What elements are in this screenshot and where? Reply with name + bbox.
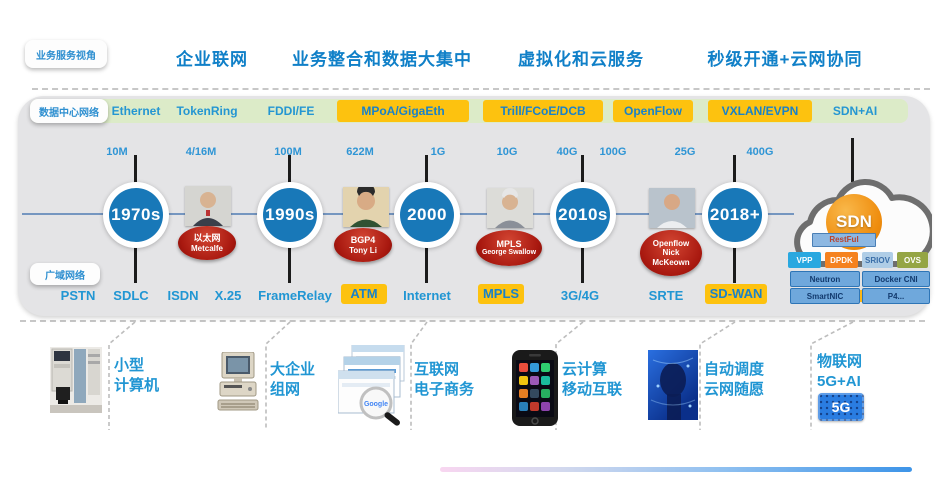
wan-item-framerelay: FrameRelay	[258, 288, 332, 303]
wan-item-srte: SRTE	[648, 288, 684, 303]
section-label-iot-5g-ai: 物联网 5G+AI	[817, 353, 863, 390]
section-label-enterprise: 大企业 组网	[270, 361, 316, 398]
era-circle-2010s: 2010s	[550, 182, 616, 248]
smartphone-photo	[512, 350, 558, 426]
photo-tony-li	[343, 187, 389, 227]
wan-network-pill: 广域网络	[30, 263, 100, 285]
dc-item-ethernet: Ethernet	[111, 104, 161, 118]
tech-box-sriov: SRIOV	[862, 252, 893, 268]
speed-1g: 1G	[430, 146, 446, 158]
stack-box-smartnic: SmartNIC	[790, 288, 860, 304]
speed-4-16m: 4/16M	[185, 146, 217, 158]
speed-400g: 400G	[746, 146, 774, 158]
minicomputer-photo	[50, 347, 102, 413]
speed-100m: 100M	[274, 146, 302, 158]
speed-10g: 10G	[496, 146, 518, 158]
speed-622m: 622M	[346, 146, 374, 158]
wan-item-isdn: ISDN	[167, 288, 199, 303]
speed-25g: 25G	[674, 146, 696, 158]
dc-item-mpoa-gigaeth: MPoA/GigaEth	[337, 100, 469, 122]
desktop-pc-photo	[214, 351, 262, 414]
wan-item-3g4g: 3G/4G	[560, 288, 600, 303]
restful-api-box: RestFul	[812, 233, 876, 247]
speed-10m: 10M	[106, 146, 128, 158]
wan-item-internet: Internet	[403, 288, 451, 303]
top-dashed-divider	[32, 88, 930, 90]
speed-100g: 100G	[599, 146, 627, 158]
wan-item-x25: X.25	[214, 288, 242, 303]
section-label-auto-scheduling: 自动调度 云网随愿	[704, 361, 765, 398]
era-heading-cloud-network-synergy: 秒级开通+云网协同	[707, 50, 863, 69]
tech-box-vpp: VPP	[788, 252, 821, 268]
stack-box-neutron: Neutron	[790, 271, 860, 287]
tech-box-ovs: OVS	[897, 252, 928, 268]
stack-box-docker-cni: Docker CNI	[862, 271, 930, 287]
era-heading-virtualization-cloud: 虚拟化和云服务	[518, 50, 644, 69]
photo-metcalfe	[185, 186, 231, 226]
era-circle-1990s: 1990s	[257, 182, 323, 248]
era-heading-data-centralization: 业务整合和数据大集中	[292, 50, 472, 69]
wan-item-pstn: PSTN	[60, 288, 96, 303]
tech-box-dpdk: DPDK	[825, 252, 858, 268]
tick-sdn-cloud	[851, 138, 854, 182]
dc-item-openflow: OpenFlow	[613, 100, 693, 122]
dc-item-tokenring: TokenRing	[176, 104, 238, 118]
photo-george-swallow	[487, 188, 533, 228]
datacenter-network-pill: 数据中心网络	[30, 99, 108, 123]
wan-item-sdwan: SD-WAN	[705, 284, 767, 304]
section-label-cloud-mobile: 云计算 移动互联	[562, 361, 623, 398]
wan-item-atm: ATM	[341, 284, 387, 304]
bottom-dashed-divider	[20, 320, 925, 322]
speed-40g: 40G	[556, 146, 578, 158]
timeline-panel	[18, 96, 930, 316]
5g-chip-icon: 5G	[818, 393, 864, 421]
era-circle-2000: 2000	[394, 182, 460, 248]
stack-box-p4: P4...	[862, 288, 930, 304]
wan-item-mpls: MPLS	[478, 284, 524, 304]
era-circle-2018plus: 2018+	[702, 182, 768, 248]
era-circle-1970s: 1970s	[103, 182, 169, 248]
photo-nick-mckeown	[649, 188, 695, 228]
section-label-minicomputer: 小型 计算机	[114, 357, 160, 394]
svg-text:Google: Google	[364, 401, 388, 408]
web-browser-search-photo: Google	[337, 344, 408, 427]
ai-head-photo	[648, 350, 698, 420]
bottom-gradient-bar	[440, 467, 912, 472]
dc-item-sdn-ai: SDN+AI	[832, 104, 878, 118]
wan-item-sdlc: SDLC	[113, 288, 149, 303]
section-label-internet-ecommerce: 互联网 电子商务	[414, 361, 475, 398]
era-heading-enterprise-networking: 企业联网	[176, 50, 248, 69]
business-service-perspective-pill: 业务服务视角	[25, 40, 107, 68]
dc-item-vxlan-evpn: VXLAN/EVPN	[708, 100, 812, 122]
dc-item-trill-fcoe-dcb: Trill/FCoE/DCB	[483, 100, 603, 122]
dc-item-fddi-fe: FDDI/FE	[267, 104, 315, 118]
